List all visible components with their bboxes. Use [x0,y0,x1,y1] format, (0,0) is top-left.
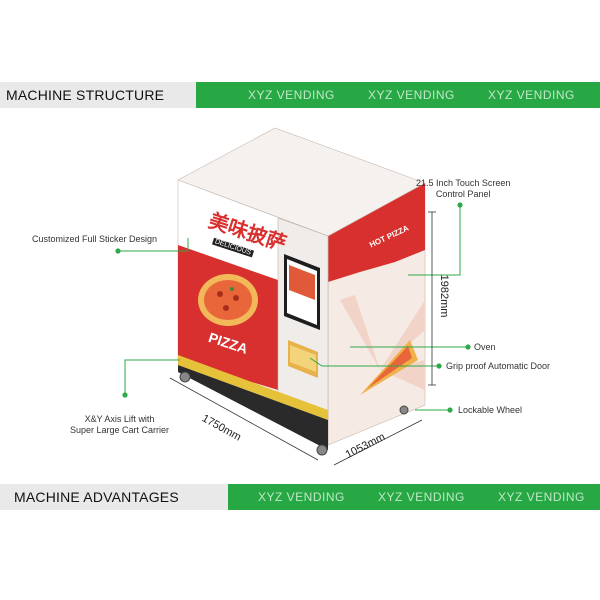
callout-dot [457,202,463,208]
pickup-window-inner [290,345,316,372]
brand-tag: XYZ VENDING [248,88,335,102]
callout-touch-screen: 21.5 Inch Touch Screen Control Panel [416,178,510,200]
depth-dimension-line [333,419,423,466]
wheel [316,444,328,456]
callout-dot [436,363,442,369]
callout-text: 21.5 Inch Touch Screen [416,178,511,188]
band-green-right [196,82,600,108]
basil [230,287,234,291]
callout-door: Grip proof Automatic Door [446,361,551,371]
callout-dot [447,407,453,413]
pepperoni [233,295,239,301]
pizza-topping [204,280,252,320]
side-red-header [328,183,425,282]
brand-tag: XYZ VENDING [498,490,585,504]
brand-tag: XYZ VENDING [488,88,575,102]
callout-line-lift [124,359,180,395]
callout-oven: Oven [474,342,496,352]
section-title-structure: MACHINE STRUCTURE [6,87,165,103]
callout-line-sticker [118,238,189,252]
callout-lift: X&Y Axis Lift with Super Large Cart Carr… [70,414,169,436]
callout-text: X&Y Axis Lift with [84,414,155,424]
callout-sticker: Customized Full Sticker Design [32,234,158,244]
callout-dot [115,248,121,254]
machine-structure-band: MACHINE STRUCTURE XYZ VENDING XYZ VENDIN… [0,82,600,108]
callout-dot [465,344,471,350]
base-stripe [178,355,328,420]
callout-wheel: Lockable Wheel [458,405,523,415]
pepperoni [223,305,229,311]
band-green-right [228,484,600,510]
pizza-slice-topping [368,346,412,388]
brand-tag: XYZ VENDING [368,88,455,102]
pepperoni [217,291,223,297]
callout-text: Control Panel [435,189,491,199]
width-dimension-line [169,377,319,461]
machine-advantages-band: MACHINE ADVANTAGES XYZ VENDING XYZ VENDI… [0,484,600,510]
side-ray [380,300,425,370]
wheel [399,405,409,415]
wheel [179,371,191,383]
section-title-advantages: MACHINE ADVANTAGES [14,489,179,505]
callout-dot [122,392,128,398]
base-plinth [178,365,328,450]
height-dimension: 1982mm [438,274,450,318]
side-ray [340,295,380,370]
callout-line-door [309,357,439,367]
callout-text: Super Large Cart Carrier [70,425,170,435]
screen-ad [289,265,315,300]
brand-tag: XYZ VENDING [378,490,465,504]
callout-line-screen [408,205,461,276]
brand-tag: XYZ VENDING [258,490,345,504]
